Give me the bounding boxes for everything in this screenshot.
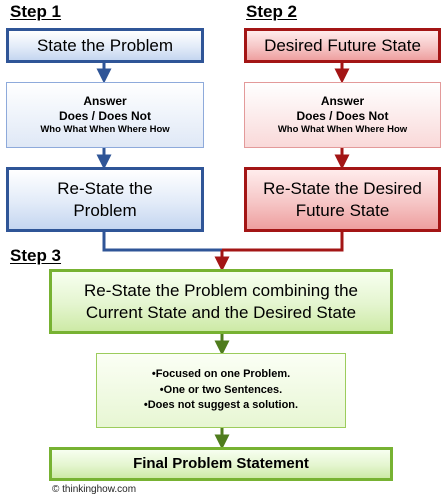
restate-problem-line1: Re-State the	[57, 179, 153, 199]
combine-statement-box: Re-State the Problem combining the Curre…	[49, 269, 393, 334]
restate-desired-box: Re-State the Desired Future State	[244, 167, 441, 232]
copyright-text: © thinkinghow.com	[52, 484, 137, 495]
step1-answer-sub: Does / Does Not	[58, 109, 151, 124]
merge-line-red	[222, 232, 344, 252]
criteria-box: •Focused on one Problem. •One or two Sen…	[96, 353, 346, 428]
step2-answer-detail: Who What When Where How	[277, 124, 408, 136]
criteria-bullet: •One or two Sentences.	[159, 383, 283, 396]
restate-desired-line1: Re-State the Desired	[263, 179, 422, 199]
restate-problem-line2: Problem	[73, 200, 137, 220]
step2-answer-box: Answer Does / Does Not Who What When Whe…	[244, 82, 441, 148]
criteria-bullet: •Focused on one Problem.	[151, 367, 291, 380]
criteria-bullet: •Does not suggest a solution.	[143, 399, 299, 412]
restate-desired-line2: Future State	[295, 200, 390, 220]
step1-answer-detail: Who What When Where How	[40, 124, 170, 136]
final-statement-box: Final Problem Statement	[49, 447, 393, 481]
state-problem-text: State the Problem	[36, 35, 174, 55]
restate-problem-box: Re-State the Problem	[6, 167, 204, 232]
desired-state-text: Desired Future State	[264, 35, 421, 55]
step3-label: Step 3	[10, 246, 62, 265]
final-statement-text: Final Problem Statement	[133, 454, 309, 472]
state-problem-box: State the Problem	[6, 28, 204, 63]
step2-answer-sub: Does / Does Not	[296, 109, 389, 124]
combine-line2: Current State and the Desired State	[85, 302, 357, 322]
merge-line-blue	[102, 232, 224, 258]
step1-label: Step 1	[10, 2, 62, 21]
step1-answer-title: Answer	[83, 94, 127, 109]
step2-label: Step 2	[246, 2, 298, 21]
step2-answer-title: Answer	[320, 94, 365, 109]
step1-answer-box: Answer Does / Does Not Who What When Whe…	[6, 82, 204, 148]
desired-state-box: Desired Future State	[244, 28, 441, 63]
combine-line1: Re-State the Problem combining the	[83, 281, 359, 301]
